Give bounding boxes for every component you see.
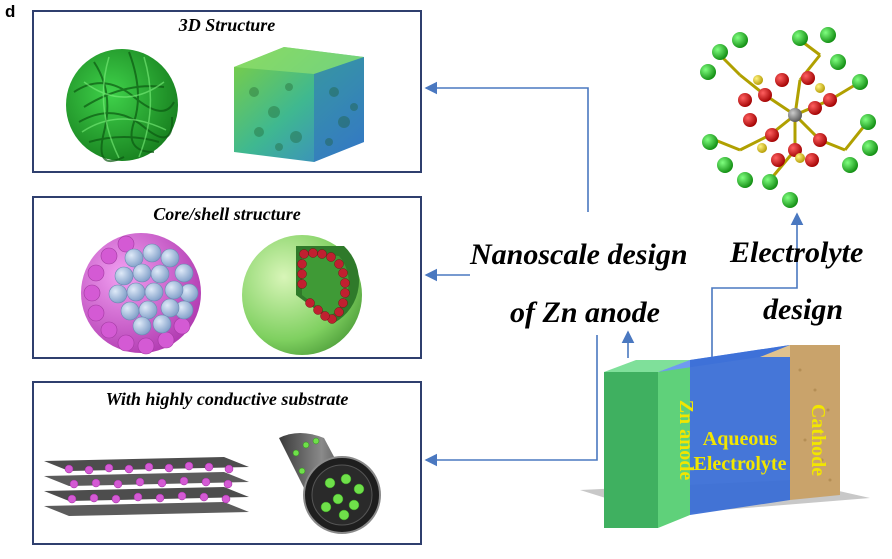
box-core-shell: Core/shell structure [32,196,422,359]
nanoscale-label-line2: of Zn anode [510,296,660,329]
core-shell-sphere-icon [81,233,201,355]
electrolyte-label-line1: Electrolyte [730,236,864,269]
conductive-cylinder-icon [279,433,381,534]
nanoscale-label-line1: Nanoscale design [470,238,688,271]
arrow-cell-to-electrolyte [711,212,804,358]
gradient-porous-cube-icon [234,47,364,162]
cell-electrolyte-line2: Electrolyte [694,453,787,475]
green-fibrous-sphere-icon [66,49,178,163]
cell-anode-label: Zn anode [675,400,697,481]
layered-sheets-icon [44,457,249,516]
box-core-shell-art [81,233,362,355]
box-title-core-shell: Core/shell structure [153,204,301,224]
box-substrate-art [44,433,381,534]
box-substrate: With highly conductive substrate [32,381,422,545]
cell-electrolyte-line1: Aqueous [703,428,778,450]
arrow-to-substrate [424,335,598,467]
arrows [424,81,804,467]
panel-letter: d [5,2,16,21]
battery-cell-icon: Zn anode Aqueous Electrolyte Cathode [580,345,870,528]
arrow-to-3d-structure [424,81,589,212]
box-3d-structure-art [66,47,364,163]
box-3d-structure: 3D Structure [32,10,422,173]
hollow-sphere-cutaway-icon [242,235,362,355]
box-title-3d-structure: 3D Structure [178,15,276,35]
box-title-substrate: With highly conductive substrate [105,389,349,409]
electrolyte-label-line2: design [763,293,844,326]
electrolyte-molecule-icon [700,27,878,208]
cell-cathode-label: Cathode [807,404,829,476]
